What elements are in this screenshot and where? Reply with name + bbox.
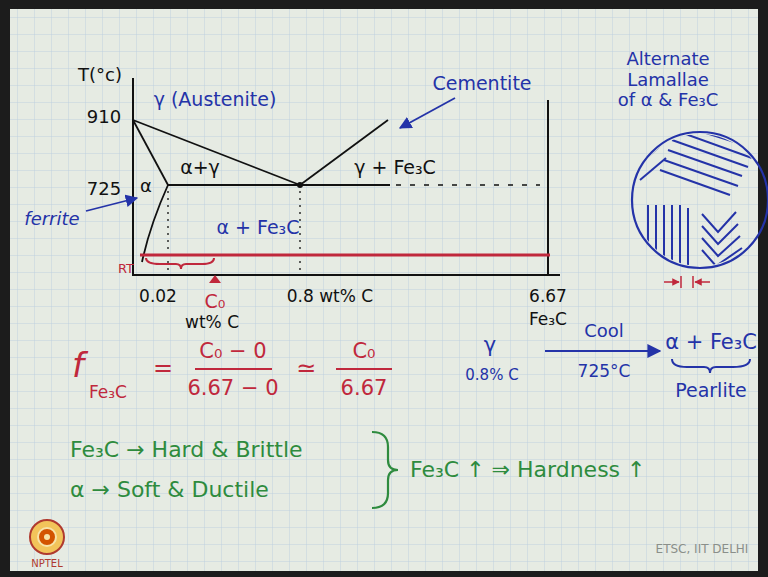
formula-denominator: 6.67 — [341, 376, 388, 400]
tick-label: Fe₃C — [529, 310, 567, 330]
formula-subscript: Fe₃C — [89, 383, 127, 403]
lamella — [655, 205, 657, 268]
lamella — [702, 212, 736, 232]
microstructure-name: Pearlite — [675, 380, 747, 402]
tick-label: RT — [118, 262, 134, 277]
lamella — [687, 208, 689, 268]
spacing-arrow — [695, 281, 710, 283]
axis-title: T(°c) — [78, 65, 122, 86]
underbrace — [672, 359, 750, 373]
cementite-line — [547, 100, 549, 275]
tick-label: 725 — [87, 179, 121, 200]
leader-arrow — [86, 198, 137, 211]
arrow-label: 725°C — [578, 362, 631, 382]
axes — [133, 78, 560, 275]
logo — [44, 534, 50, 540]
tick-label: 910 — [87, 107, 121, 128]
bracket — [146, 258, 214, 269]
formula-operator: = — [153, 355, 173, 383]
tick-label: 0.8 wt% C — [287, 287, 373, 307]
lamella — [680, 132, 752, 158]
composition-label: C₀ — [205, 291, 226, 313]
logo-text: NPTEL — [31, 558, 63, 570]
phase-label: α + Fe₃C — [217, 217, 300, 239]
leader-arrow — [400, 98, 455, 128]
property-note: Fe₃C → Hard & Brittle — [70, 437, 303, 462]
fraction-bar — [336, 368, 392, 370]
phase-label: α — [140, 176, 152, 197]
grid — [10, 9, 758, 571]
formula-numerator: C₀ — [352, 339, 375, 363]
lamella — [642, 136, 658, 150]
note: Alternate Lamallae of α & Fe₃C — [616, 49, 720, 111]
logo — [30, 520, 64, 554]
formula-operator: ≃ — [296, 355, 316, 383]
lamella — [664, 160, 738, 186]
formula-numerator: C₀ − 0 — [199, 339, 266, 363]
room-temperature-line — [140, 254, 550, 257]
composition-marker — [209, 275, 221, 283]
guide-line — [299, 191, 300, 273]
lamella — [679, 205, 681, 268]
formula-denominator: 6.67 − 0 — [187, 376, 278, 400]
lamella — [702, 224, 738, 244]
composition-label: 0.8% C — [465, 367, 518, 384]
phase-label: Cementite — [432, 73, 531, 95]
phase-label: γ + Fe₃C — [354, 157, 436, 179]
spacing-tick — [692, 276, 694, 288]
lamellae — [640, 128, 760, 268]
logo — [38, 528, 56, 546]
eutectoid-extension — [396, 184, 540, 186]
tick-label: 0.02 — [139, 287, 177, 307]
phase-label: γ (Austenite) — [154, 89, 277, 111]
arrow-label: Cool — [584, 321, 624, 342]
microstructure-circle — [632, 132, 768, 268]
lamella — [640, 144, 662, 164]
a3-line — [133, 120, 300, 185]
phase-label: α + Fe₃C — [665, 330, 757, 354]
axis-unit: wt% C — [185, 313, 239, 333]
property-note: α → Soft & Ductile — [70, 477, 269, 502]
lamella — [660, 170, 730, 195]
spacing-tick — [680, 276, 682, 288]
eutectoid-point — [297, 182, 303, 188]
lamella — [702, 248, 742, 266]
guide-line — [167, 191, 168, 273]
property-note: Fe₃C ↑ ⇒ Hardness ↑ — [410, 457, 646, 482]
cooling-arrow — [545, 350, 660, 352]
lamella — [668, 150, 742, 176]
lamella — [647, 205, 649, 268]
curly-brace — [372, 432, 398, 508]
lamella — [663, 205, 665, 268]
lamella — [671, 205, 673, 268]
lamella — [640, 158, 666, 180]
eutectoid-line — [168, 184, 390, 186]
phase-label: α+γ — [180, 157, 220, 179]
watermark: ETSC, IIT DELHI — [656, 543, 749, 557]
solvus-line — [142, 185, 168, 262]
phase-name: ferrite — [24, 209, 79, 230]
spacing-arrow — [664, 281, 679, 283]
tick-label: 6.67 — [529, 287, 567, 307]
formula-symbol: f — [72, 346, 84, 385]
phase-label: γ — [484, 333, 496, 357]
paper — [10, 9, 758, 571]
fraction-bar — [195, 368, 272, 370]
lamella — [690, 128, 760, 150]
